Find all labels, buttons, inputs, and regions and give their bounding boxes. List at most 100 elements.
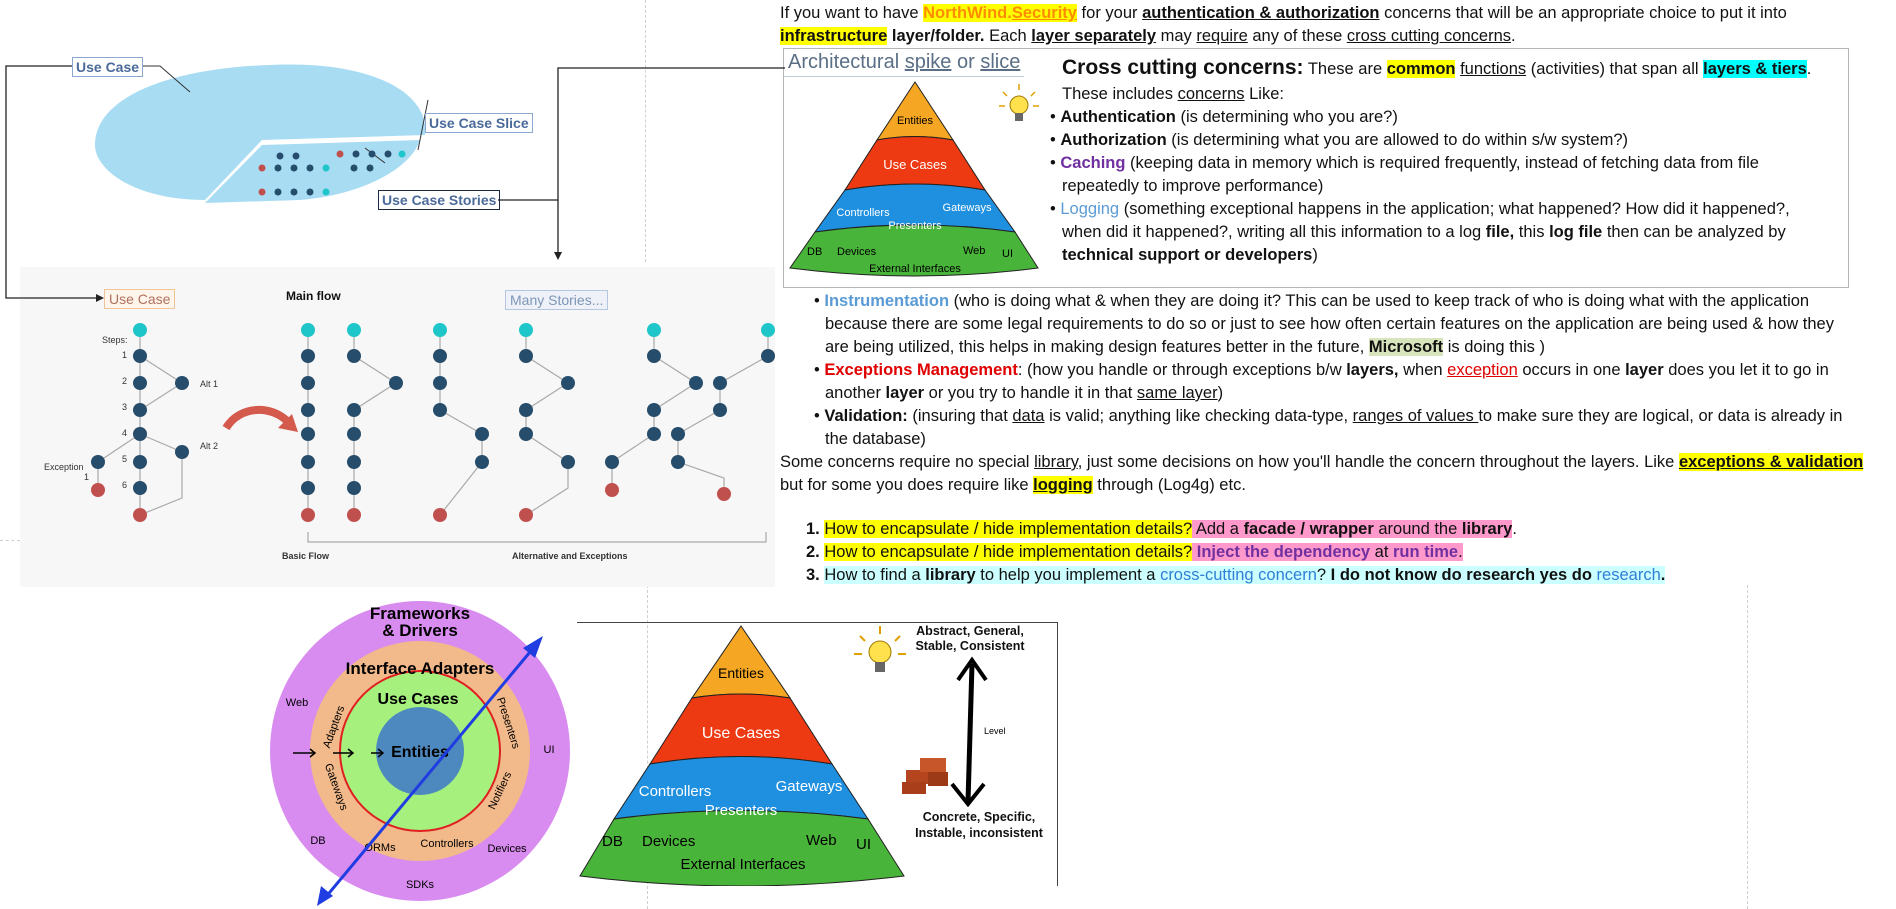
brand-security: Security [1011,4,1077,22]
layers-pyramid: Entities Use Cases Controllers Gateways … [789,81,1039,277]
ccc-heading: Cross cutting concerns: [1062,56,1304,79]
big-pyramid-frame [577,622,1058,886]
use-case-slice-diagram [95,64,429,203]
big-pyramid-external-layer [579,810,905,886]
svg-text:4: 4 [122,428,127,438]
ccc-item-caching-cont: repeatedly to improve performance) [1062,177,1324,195]
list-item: 3. How to find a library to help you imp… [806,566,1666,584]
big-pyramid-entities-layer [690,625,792,699]
concern-instrumentation-cont: because there are some legal requirement… [825,315,1834,333]
flow-diagram: Steps: 1 2 3 4 5 6 Alt 1 Alt 2 Exception… [44,323,775,561]
bricks-icon [902,758,948,794]
pyramid-label-presenters: Presenters [888,220,942,232]
svg-text:UI: UI [856,836,871,853]
pyramid-label-usecases: Use Cases [883,157,947,172]
intro-line-2: infrastructure layer/folder. Each layer … [780,27,1516,45]
level-label: Level [984,726,1006,736]
lightbulb-icon [999,84,1039,121]
connector-line [417,99,429,151]
flow-start-nodes [133,323,775,337]
basic-flow-label: Basic Flow [282,551,330,561]
svg-text:Use Cases: Use Cases [702,725,780,742]
ccc-includes: These includes concerns Like: [1062,85,1284,103]
concern-exceptions: • Exceptions Management: (how you handle… [814,361,1829,379]
connector-arrows [5,65,785,302]
svg-text:DB: DB [602,833,623,850]
intro-line-1: If you want to have NorthWind.Security f… [780,4,1787,22]
use-case-slice-label: Use Case Slice [425,113,533,133]
svg-text:5: 5 [122,454,127,464]
use-case-ellipse [95,64,426,200]
svg-text:Gateways: Gateways [776,778,843,795]
svg-text:3: 3 [122,402,127,412]
use-case-slice-shape [205,140,420,203]
some-concerns-line: Some concerns require no special library… [780,453,1864,471]
pyramid-label-db: DB [807,246,822,258]
connector-line [140,65,191,93]
svg-text:UI: UI [544,744,555,756]
flow-main-flow-label: Main flow [286,289,341,303]
page-guide [0,540,20,541]
pyramid-label-external: External Interfaces [869,263,961,275]
svg-text:Devices: Devices [642,833,695,850]
page-guide [647,585,648,909]
ccc-item-authentication: • Authentication (is determining who you… [1050,108,1398,126]
pyramid-external-layer [789,224,1039,277]
concern-instrumentation-cont2: are being utilized, this helps in making… [825,338,1545,356]
page-guide [1747,585,1748,909]
flow-nodes [91,349,775,495]
flow-panel [20,267,775,587]
svg-text:Web: Web [286,697,308,709]
pyramid-label-devices: Devices [837,246,877,258]
svg-text:Devices: Devices [487,843,527,855]
concern-validation: • Validation: (insuring that data is val… [814,407,1843,425]
flow-use-case-label: Use Case [104,289,176,309]
flow-end-nodes [91,483,731,522]
arrow-use-case [5,65,100,299]
spike-title: Architectural spike or slice [784,51,1025,77]
svg-text:Presenters: Presenters [705,802,778,819]
svg-text:Controllers: Controllers [420,838,474,850]
page-guide [645,0,646,262]
use-case-stories-label: Use Case Stories [378,190,501,210]
many-stories-label: Many Stories... [505,290,609,310]
pyramid-label-controllers: Controllers [836,207,890,219]
ccc-item-authorization: • Authorization (is determining what you… [1050,131,1628,149]
exception-label: Exception [44,462,84,472]
svg-text:& Drivers: & Drivers [382,621,458,640]
ccc-item-logging: • Logging (something exceptional happens… [1050,200,1790,218]
svg-text:1: 1 [122,350,127,360]
svg-text:DB: DB [310,835,325,847]
clean-architecture-onion: Frameworks & Drivers Interface Adapters … [270,601,570,906]
pyramid-entities-layer [875,81,955,141]
svg-text:2: 2 [122,376,127,386]
svg-text:SDKs: SDKs [406,879,435,891]
steps-label: Steps: [102,335,128,345]
pyramid-label-gateways: Gateways [943,202,992,214]
concern-validation-cont: the database) [825,430,926,448]
ccc-item-logging-cont2: technical support or developers) [1062,246,1318,264]
svg-text:ORMs: ORMs [364,842,396,854]
lightbulb-icon [854,626,906,672]
ccc-item-logging-cont: when did it happened?, writing all this … [1062,223,1786,241]
svg-text:Frameworks: Frameworks [370,604,470,623]
but-some-line: but for some you does require like loggi… [780,476,1246,494]
dependency-arrow [323,645,537,899]
alt1-label: Alt 1 [200,379,218,389]
level-arrow: Level [902,656,1006,808]
concrete-label: Concrete, Specific,Instable, inconsisten… [915,810,1043,840]
svg-text:1: 1 [84,472,89,482]
alt2-label: Alt 2 [200,441,218,451]
pyramid-label-entities: Entities [897,115,934,127]
list-item: 2. How to encapsulate / hide implementat… [806,543,1463,561]
use-case-label: Use Case [72,57,144,77]
list-item: 1. How to encapsulate / hide implementat… [806,520,1517,538]
svg-text:Controllers: Controllers [639,783,712,800]
pyramid-label-ui: UI [1002,248,1013,260]
concern-exceptions-cont: another layer or you try to handle it in… [825,384,1224,402]
svg-text:Entities: Entities [391,744,449,761]
svg-text:Use Cases: Use Cases [378,691,459,708]
brand-northwind: NorthWind. [923,4,1012,22]
spike-box [783,48,1849,288]
svg-text:Interface Adapters: Interface Adapters [346,659,495,678]
